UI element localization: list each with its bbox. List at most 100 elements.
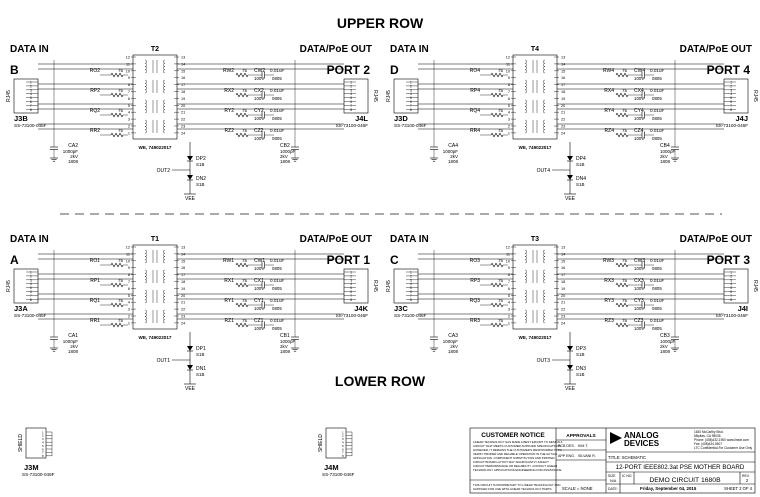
transformer-coil (524, 269, 527, 284)
transformer-coil (163, 269, 166, 284)
pin-number: 8 (350, 108, 352, 112)
resistor-ref: RQ4 (470, 108, 481, 114)
capacitor-value: 0.01uF (270, 298, 284, 303)
transformer-pin: 11 (506, 252, 510, 256)
transformer-pin: 2 (508, 125, 510, 129)
output-connector (343, 78, 369, 114)
transformer-coil (163, 249, 166, 264)
resistor-ref: RW2 (223, 68, 234, 74)
bulk-capacitor-voltage: 2kV (280, 154, 288, 159)
transformer-pin: 11 (126, 252, 130, 256)
transformer-body (132, 54, 178, 140)
termination-resistor (235, 112, 249, 118)
transformer-pin: 9 (128, 76, 130, 80)
diode-ref: DP1 (196, 346, 206, 352)
transformer-pin: 21 (181, 301, 185, 305)
resistor-value: 75 (242, 318, 248, 323)
resistor-ref: RP4 (470, 88, 480, 94)
capacitor-size: 0805 (272, 286, 282, 291)
bulk-capacitor-size: 1808 (68, 349, 79, 354)
input-connector-ref: J3D (394, 114, 408, 123)
transformer-pin: 17 (181, 273, 185, 277)
shield-connector-pn: SS-73100-046F (22, 472, 55, 477)
resistor-value: 75 (622, 128, 628, 133)
resistor-ref: RP3 (470, 278, 480, 284)
transformer-pin: 21 (561, 301, 565, 305)
termination-resistor (235, 132, 249, 138)
bulk-capacitor-value: 1000pF (63, 149, 79, 154)
capacitor-value: 0.01uF (270, 278, 284, 283)
transformer-pin: 1 (508, 321, 510, 325)
transformer-coil (524, 79, 527, 94)
resistor-value: 75 (498, 318, 504, 323)
pin-number: 4 (410, 92, 412, 96)
transformer-pin: 1 (508, 131, 510, 135)
transformer-pin: 8 (508, 273, 510, 277)
shield-connector-body (25, 427, 47, 459)
resistor-ref: RY1 (224, 298, 234, 304)
termination-resistor (490, 282, 504, 288)
resistor-ref: RW4 (603, 68, 614, 74)
transformer-coil (524, 99, 527, 114)
capacitor-size: 0805 (652, 266, 662, 271)
resistor-value: 75 (498, 88, 504, 93)
resistor-value: 75 (622, 278, 628, 283)
termination-resistor (110, 322, 124, 328)
resistor-ref: RW3 (603, 258, 614, 264)
pin-number: 8 (730, 108, 732, 112)
transformer-pn: WE, 749022017 (139, 145, 172, 150)
capacitor-voltage: 100V (254, 136, 264, 141)
pin-number: 5 (410, 96, 412, 100)
capacitor-ref: CX3 (634, 278, 644, 284)
port-letter: B (10, 63, 19, 77)
bulk-capacitor-voltage: 2kV (70, 344, 78, 349)
customer-notice-text: CIRCUIT BOARD LAYOUT MAY SIGNIFICANTLY A… (473, 460, 549, 464)
transformer-pn: WE, 749022017 (519, 335, 552, 340)
pin-number: 4 (30, 92, 32, 96)
resistor-value: 75 (242, 108, 248, 113)
bulk-capacitor-value: 1000pF (443, 339, 459, 344)
diode-dn (187, 175, 193, 181)
pin-number: 7 (410, 104, 412, 108)
rj45-label: RJ45 (386, 280, 392, 292)
pin-number: 5 (42, 444, 44, 448)
shield-connectors: SHIELD12345678J3MSS-73100-046FSHIELD1234… (18, 427, 355, 477)
diode-triangle (567, 346, 573, 351)
termination-resistor (490, 132, 504, 138)
transformer-coil (543, 99, 546, 114)
customer-notice-text: VERIFY PROPER AND RELIABLE OPERATION IN … (473, 452, 558, 456)
input-connector-ref: J3A (14, 304, 28, 313)
transformer-pin: 19 (561, 97, 565, 101)
capacitor-voltage: 100V (254, 306, 264, 311)
rj45-label: RJ45 (372, 90, 378, 102)
transformer-coil (524, 249, 527, 264)
pin-number: 2 (30, 274, 32, 278)
capacitor-value: 0.01uF (650, 298, 664, 303)
transformer-pin: 22 (181, 118, 185, 122)
diode-triangle (187, 175, 193, 180)
capacitor-size: 0805 (272, 306, 282, 311)
pin-number: 3 (350, 278, 352, 282)
pin-number: 8 (730, 298, 732, 302)
customer-notice-text: APPLICATION. COMPONENT SUBSTITUTION AND … (473, 456, 554, 460)
pin-number: 4 (730, 92, 732, 96)
output-connector-pn: SS-73100-046F (716, 123, 749, 128)
transformer-body (132, 244, 178, 330)
transformer-coil (543, 119, 546, 134)
resistor-ref: RO4 (470, 68, 481, 74)
capacitor-voltage: 100V (634, 286, 644, 291)
transformer-body (512, 244, 558, 330)
resistor-ref: RZ3 (605, 318, 615, 324)
termination-resistor (615, 112, 629, 118)
bulk-capacitor-size: 1808 (280, 349, 291, 354)
resistor-ref: RW1 (223, 258, 234, 264)
pin-number: 7 (342, 451, 344, 455)
resistor-value: 75 (498, 278, 504, 283)
transformer-coil (543, 269, 546, 284)
pin-number: 6 (342, 447, 344, 451)
capacitor-ref: CX2 (254, 88, 264, 94)
transformer-pn: WE, 749022017 (519, 145, 552, 150)
bulk-capacitor-size: 1808 (448, 349, 459, 354)
capacitor-voltage: 100V (254, 116, 264, 121)
